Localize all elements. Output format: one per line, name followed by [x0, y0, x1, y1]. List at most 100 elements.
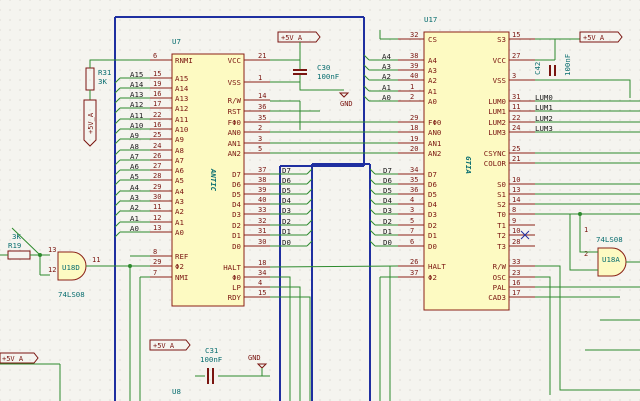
u17-pin-name: A3 [428, 66, 437, 75]
u7-pin-number: 37 [258, 166, 266, 174]
u17-pin-name: PAL [493, 283, 507, 292]
u17-pin-name: FΦ0 [428, 118, 441, 127]
u7-pin-number: 2 [258, 124, 262, 132]
u7-pin-name: A14 [175, 84, 189, 93]
u7-pin-name: HALT [223, 263, 241, 272]
power-flag-icon [579, 31, 623, 43]
data-net-label: D3 [383, 206, 392, 215]
u7-pin-name: D5 [232, 190, 241, 199]
u17-pin-number: 6 [410, 238, 414, 246]
data-net-label: D0 [282, 238, 291, 247]
u17-body [423, 31, 510, 311]
u17-pin-name: AN1 [428, 139, 441, 148]
bus-entry [114, 87, 121, 94]
bus-entry [369, 208, 376, 215]
u7-pin-number: 24 [153, 142, 161, 150]
u7-pin-number: 14 [258, 92, 266, 100]
address-net-label: A4 [130, 183, 139, 192]
bus-entry [306, 198, 313, 205]
u7-pin-number: 11 [153, 203, 161, 211]
address-net-label: A10 [130, 121, 143, 130]
u17-pin-name: LUM0 [488, 97, 506, 106]
u17-pin-number: 14 [512, 196, 520, 204]
u7-pin-name: REF [175, 252, 189, 261]
and-gate-u18d [57, 251, 87, 281]
wire [535, 213, 598, 253]
u7-pin-name: A9 [175, 135, 184, 144]
u17-pin-name: AN0 [428, 128, 441, 137]
u17-pin-name: T2 [497, 231, 506, 240]
u18d-ref: U18D [62, 263, 80, 272]
u17-pin-name: D0 [428, 242, 437, 251]
data-net-label: D2 [383, 217, 392, 226]
gnd-wire [299, 82, 344, 91]
u7-pin-name: A11 [175, 115, 188, 124]
data-net-label: D5 [282, 186, 291, 195]
address-net-label: A0 [382, 93, 391, 102]
bus-entry [369, 229, 376, 236]
lum-net-label: LUM2 [535, 114, 553, 123]
data-net-label: D4 [282, 196, 291, 205]
bus-entry [306, 229, 313, 236]
u17-pin-name: T3 [497, 242, 506, 251]
u17-pin-name: D4 [428, 200, 437, 209]
u7-pin-name: A13 [175, 94, 188, 103]
wire [270, 296, 311, 401]
bus-entry [306, 168, 313, 175]
u17-pin-number: 26 [410, 258, 418, 266]
u17-pin-number: 34 [410, 166, 418, 174]
u17-pin-name: CAD3 [488, 293, 506, 302]
c30-value: 100nF [317, 72, 340, 81]
u17-pin-number: 9 [512, 217, 516, 225]
u17-pin-name: A1 [428, 87, 437, 96]
u7-pin-number: 34 [258, 269, 266, 277]
bus-entry [114, 169, 121, 176]
u17-pin-number: 22 [512, 114, 520, 122]
u7-pin-name: D4 [232, 200, 241, 209]
ground-icon [256, 363, 268, 369]
u17-pin-number: 18 [410, 124, 418, 132]
u17-pin-name: A0 [428, 97, 437, 106]
u7-pin-name: A15 [175, 74, 188, 83]
vcc-label: +5V_A [583, 34, 605, 42]
bus-entry [114, 107, 121, 114]
u17-pin-name: HALT [428, 262, 446, 271]
bus-entry [306, 188, 313, 195]
bus-entry [114, 210, 121, 217]
u17-ref: U17 [424, 15, 437, 24]
u7-pin-name: D1 [232, 231, 241, 240]
u17-pin-number: 3 [512, 72, 516, 80]
address-net-label: A14 [130, 80, 144, 89]
u7-pin-number: 29 [153, 183, 161, 191]
wire [535, 265, 640, 391]
u17-pin-number: 23 [512, 269, 520, 277]
u17-pin-number: 31 [512, 93, 520, 101]
power-flag-icon [277, 31, 321, 43]
u17-pin-number: 1 [410, 83, 414, 91]
u7-pin-number: 26 [153, 152, 161, 160]
power-flag-icon [0, 352, 39, 364]
data-net-label: D5 [383, 186, 392, 195]
gnd-wire [270, 75, 301, 83]
u17-pin-name: R/W [493, 262, 507, 271]
u7-pin-name: D3 [232, 210, 241, 219]
u17-pin-name: T0 [497, 210, 506, 219]
u7-pin-number: 16 [153, 121, 161, 129]
u17-pin-number: 37 [410, 269, 418, 277]
u17-pin-number: 39 [410, 62, 418, 70]
vcc-label: +5V_A [87, 112, 95, 134]
bus-entry [306, 240, 313, 247]
r19-value: 3K [12, 232, 21, 241]
data-net-label: D6 [383, 176, 392, 185]
u7-pin-number: 1 [258, 74, 262, 82]
u17-pin-name: LUM1 [488, 107, 506, 116]
u17-pin-name: A4 [428, 56, 437, 65]
u17-pin-name: D1 [428, 231, 437, 240]
and-gate-u18a [597, 247, 627, 277]
data-net-label: D2 [282, 217, 291, 226]
u7-pin-number: 18 [258, 259, 266, 267]
u7-pin-name: NMI [175, 273, 188, 282]
bus-entry [363, 64, 370, 71]
u7-pin-number: 22 [153, 111, 161, 119]
